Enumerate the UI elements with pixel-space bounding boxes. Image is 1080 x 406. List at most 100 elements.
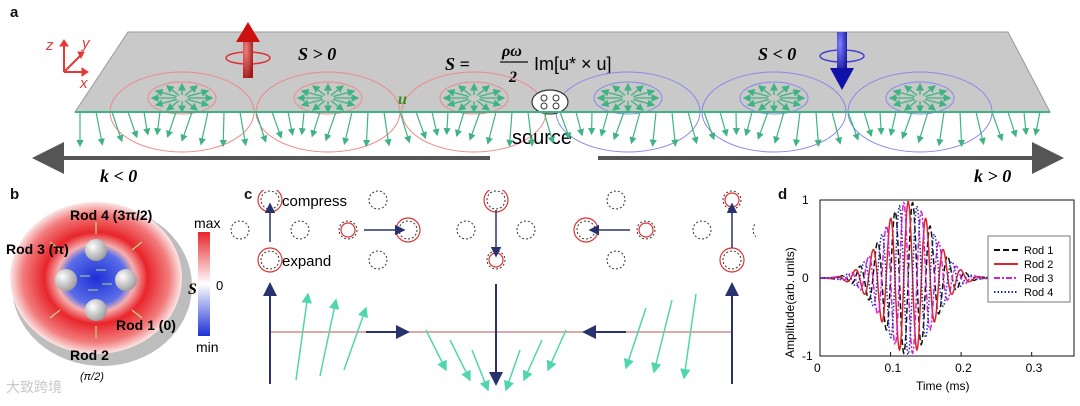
- displacement-vector: [319, 298, 340, 377]
- vortex-inner: [293, 81, 363, 115]
- edge-vector: [703, 111, 716, 141]
- displacement-vector: [522, 339, 543, 382]
- edge-vector: [362, 111, 371, 148]
- spin-down-arrow-icon: [819, 32, 865, 90]
- edge-vector: [756, 111, 769, 140]
- vortex-vector: [757, 100, 772, 111]
- legend-entry: Rod 4: [1024, 287, 1053, 299]
- vortex-vector: [187, 88, 210, 98]
- displacement-vector: [546, 329, 567, 372]
- edge-vector: [575, 111, 584, 137]
- vortex-vector: [630, 100, 645, 111]
- vortex-inner: [439, 81, 509, 115]
- edge-vector: [877, 111, 885, 136]
- rod-1-label: Rod 1 (0): [116, 317, 176, 333]
- x-tick-label: 0.3: [1026, 361, 1043, 375]
- series-rod-2: [819, 201, 990, 352]
- vortex-vector: [600, 98, 623, 108]
- rod-position: [368, 250, 388, 270]
- vortex-vector: [922, 100, 937, 111]
- vortex-vector: [611, 85, 626, 96]
- legend-entry: Rod 2: [1024, 259, 1053, 271]
- source-icon: [531, 89, 569, 115]
- y-tick-label: -1: [802, 349, 813, 363]
- edge-vector: [415, 111, 427, 140]
- watermark: 大致跨境: [6, 379, 62, 395]
- vortex-vector: [757, 85, 772, 96]
- vortex-vector: [779, 98, 802, 108]
- displacement-vector: [343, 306, 368, 371]
- rod-position: [636, 220, 656, 240]
- vortex-vector: [633, 98, 656, 108]
- edge-vector: [180, 111, 193, 142]
- edge-vector: [901, 111, 913, 140]
- panel-c-letter: c: [244, 186, 253, 203]
- edge-vector: [1021, 111, 1030, 136]
- axis-y-label: y: [81, 35, 91, 52]
- edge-vector: [255, 111, 268, 143]
- vortex-vector: [925, 98, 948, 108]
- rod-position: [368, 190, 388, 210]
- edge-vector: [324, 111, 337, 142]
- edge-vector: [744, 111, 753, 137]
- edge-vector: [612, 111, 625, 141]
- vortex-vector: [746, 88, 769, 98]
- colorbar-symbol: S: [188, 281, 197, 298]
- edge-vector: [127, 111, 139, 139]
- vortex-vector: [154, 88, 177, 98]
- edge-vector: [671, 111, 679, 147]
- vortex-vector: [165, 100, 180, 111]
- colorbar-min: min: [196, 339, 219, 355]
- displacement-vector: [295, 292, 312, 381]
- k-negative-label: k < 0: [100, 166, 137, 186]
- vortex-vector: [333, 88, 356, 98]
- vortex-vector: [457, 100, 472, 111]
- edge-vector: [95, 111, 105, 146]
- edge-vector: [455, 111, 465, 138]
- vortex-vector: [776, 85, 791, 96]
- panel-d-letter: d: [778, 186, 788, 203]
- rod-configurations: [230, 190, 756, 273]
- edge-vector: [111, 111, 124, 143]
- formula-lhs: S =: [445, 54, 470, 74]
- edge-vector: [506, 111, 514, 147]
- vortex-vector: [330, 100, 345, 111]
- rod-displaced: [483, 190, 509, 213]
- compress-label: compress: [282, 193, 347, 210]
- panel-a-letter: a: [10, 4, 19, 21]
- k-positive-label: k > 0: [974, 166, 1011, 186]
- y-tick-label: 0: [802, 271, 809, 285]
- x-tick-label: 0.2: [955, 361, 972, 375]
- vortex-vector: [457, 85, 472, 96]
- edge-vector: [1033, 111, 1041, 136]
- u-label: u: [398, 91, 407, 108]
- vortex-vector: [187, 98, 210, 108]
- rod-3-ball: [55, 269, 77, 291]
- axis-z-label: z: [45, 37, 54, 54]
- rod-position: [260, 190, 280, 210]
- displacement-vector: [651, 299, 673, 374]
- edge-vector: [773, 111, 785, 144]
- s-positive-label: S > 0: [298, 44, 336, 64]
- edge-vector: [719, 111, 729, 137]
- rod-position: [486, 250, 506, 270]
- vortex-vector: [776, 100, 791, 111]
- rod-1-ball: [115, 269, 137, 291]
- vortex-vector: [746, 98, 769, 108]
- vortex-vector: [184, 100, 199, 111]
- panel-b-letter: b: [10, 186, 20, 203]
- vortex-vector: [154, 98, 177, 108]
- displacement-vector: [471, 349, 490, 392]
- edge-vector: [154, 111, 162, 136]
- series-lines: [819, 201, 990, 355]
- rod-position: [338, 220, 358, 240]
- rod-position: [606, 190, 626, 210]
- legend-entry: Rod 3: [1024, 273, 1053, 285]
- expand-label: expand: [282, 253, 331, 270]
- formula-rhs: Im[u* × u]: [534, 54, 612, 74]
- vortex-vector: [600, 88, 623, 98]
- edge-vector: [629, 111, 641, 145]
- panel-b-diagram: Rod 4 (3π/2) Rod 3 (π) Rod 1 (0) Rod 2 (…: [6, 202, 223, 395]
